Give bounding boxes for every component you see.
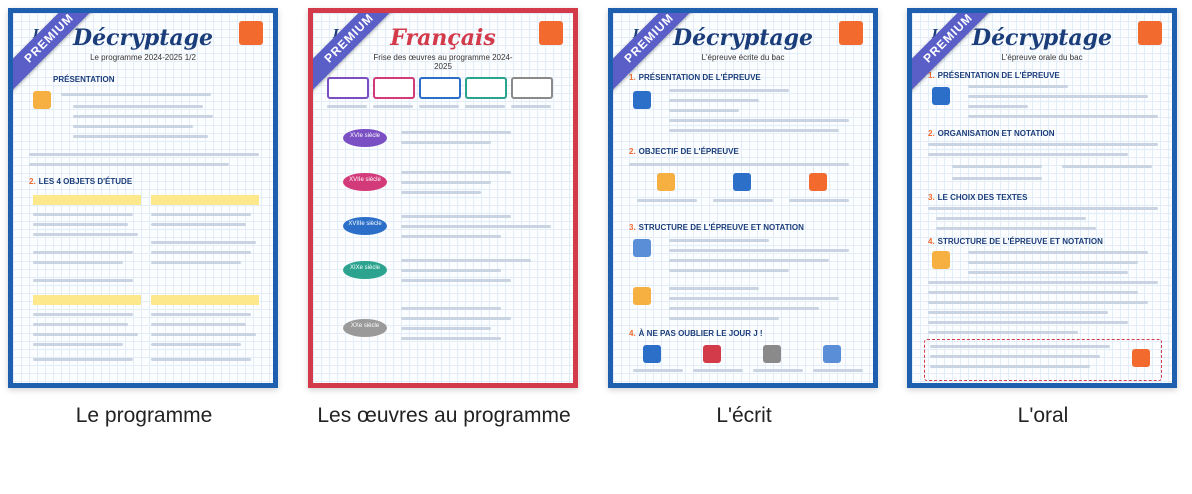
publisher-logo bbox=[239, 21, 263, 45]
publisher-logo bbox=[539, 21, 563, 45]
century-bubble bbox=[343, 319, 387, 337]
tip-box bbox=[924, 339, 1162, 381]
period-arrow bbox=[373, 77, 415, 99]
card-caption[interactable]: L'écrit bbox=[716, 404, 772, 427]
thumbnail-subtitle: Le programme 2024-2025 1/2 bbox=[90, 53, 196, 62]
pen-icon bbox=[633, 287, 651, 305]
pen-icon bbox=[932, 251, 950, 269]
card-le-programme[interactable]: PREMIUM Les Décryptage Le programme 2024… bbox=[8, 8, 280, 434]
period-arrow bbox=[327, 77, 369, 99]
thumbnail-subtitle: L'épreuve orale du bac bbox=[1001, 53, 1083, 62]
century-bubble bbox=[343, 217, 387, 235]
publisher-logo bbox=[1138, 21, 1162, 45]
section-heading: 3.LE CHOIX DES TEXTES bbox=[928, 193, 1028, 202]
magnifier-icon bbox=[657, 173, 675, 191]
search-icon bbox=[733, 173, 751, 191]
document-icon bbox=[633, 239, 651, 257]
book-icon bbox=[33, 91, 51, 109]
section-heading: 2.LES 4 OBJETS D'ÉTUDE bbox=[29, 177, 133, 186]
thumbnail-subtitle: Frise des œuvres au programme 2024-2025 bbox=[373, 53, 513, 71]
century-bubble bbox=[343, 129, 387, 147]
thumbnail-l-oral[interactable]: PREMIUM Les Décryptage L'épreuve orale d… bbox=[907, 8, 1177, 388]
lightbulb-icon bbox=[809, 173, 827, 191]
card-caption[interactable]: Le programme bbox=[75, 404, 213, 427]
card-les-oeuvres-au-programme[interactable]: PREMIUM Les Français Frise des œuvres au… bbox=[308, 8, 580, 434]
century-bubble bbox=[343, 261, 387, 279]
people-icon bbox=[932, 87, 950, 105]
card-l-ecrit[interactable]: PREMIUM Les Décryptage L'épreuve écrite … bbox=[608, 8, 880, 434]
thumbnail-subtitle: L'épreuve écrite du bac bbox=[701, 53, 785, 62]
card-caption[interactable]: Les œuvres au programme bbox=[317, 404, 571, 427]
section-heading: 4.STRUCTURE DE L'ÉPREUVE ET NOTATION bbox=[928, 237, 1103, 246]
century-bubble bbox=[343, 173, 387, 191]
watch-icon bbox=[763, 345, 781, 363]
thumbnail-le-programme[interactable]: PREMIUM Les Décryptage Le programme 2024… bbox=[8, 8, 278, 388]
water-bottle-icon bbox=[823, 345, 841, 363]
premium-badge: PREMIUM bbox=[613, 13, 707, 96]
period-arrow bbox=[465, 77, 507, 99]
clock-icon bbox=[1132, 349, 1150, 367]
period-arrow bbox=[511, 77, 553, 99]
card-l-oral[interactable]: PREMIUM Les Décryptage L'épreuve orale d… bbox=[907, 8, 1179, 434]
thumbnail-title: Décryptage bbox=[72, 25, 214, 51]
publisher-logo bbox=[839, 21, 863, 45]
section-heading: 4.À NE PAS OUBLIER LE JOUR J ! bbox=[629, 329, 763, 338]
section-heading: 3.STRUCTURE DE L'ÉPREUVE ET NOTATION bbox=[629, 223, 804, 232]
thumbnail-l-ecrit[interactable]: PREMIUM Les Décryptage L'épreuve écrite … bbox=[608, 8, 878, 388]
thumbnail-title: Décryptage bbox=[672, 25, 814, 51]
premium-badge: PREMIUM bbox=[912, 13, 1006, 96]
section-heading: 1.PRÉSENTATION DE L'ÉPREUVE bbox=[928, 71, 1060, 80]
thumbnail-les-oeuvres-au-programme[interactable]: PREMIUM Les Français Frise des œuvres au… bbox=[308, 8, 578, 388]
card-caption[interactable]: L'oral bbox=[1017, 404, 1069, 427]
section-heading: PRÉSENTATION bbox=[53, 75, 115, 84]
id-card-icon bbox=[643, 345, 661, 363]
section-heading: 1.PRÉSENTATION DE L'ÉPREUVE bbox=[629, 73, 761, 82]
people-icon bbox=[633, 91, 651, 109]
period-arrow bbox=[419, 77, 461, 99]
thumbnail-title: Décryptage bbox=[971, 25, 1113, 51]
section-heading: 2.OBJECTIF DE L'ÉPREUVE bbox=[629, 147, 739, 156]
thumbnail-title: Français bbox=[390, 25, 496, 51]
pencils-icon bbox=[703, 345, 721, 363]
section-heading: 2.ORGANISATION ET NOTATION bbox=[928, 129, 1055, 138]
